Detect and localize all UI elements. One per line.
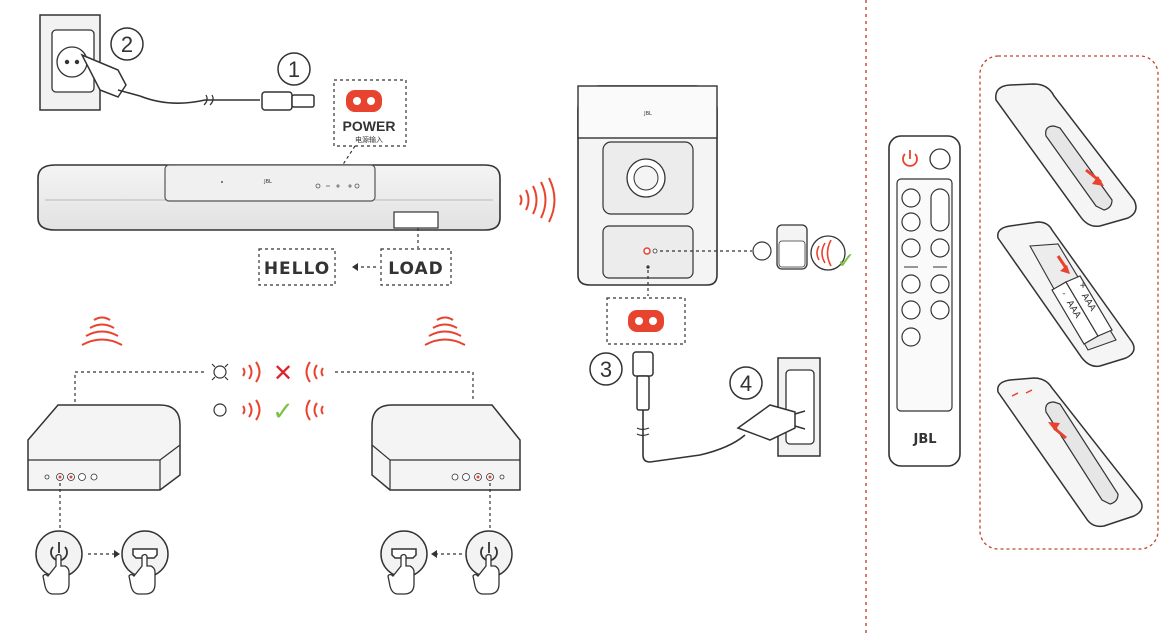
left-surround-speaker	[27, 404, 181, 491]
arrow-left-icon	[352, 263, 358, 271]
hdmi-icon	[391, 548, 417, 559]
battery-icon	[1051, 275, 1113, 345]
battery-steps-box	[979, 55, 1159, 550]
led-solid-icon	[213, 403, 227, 417]
step-4-circle	[729, 366, 763, 400]
power-input-box	[333, 79, 407, 147]
subwoofer: JBL	[577, 85, 718, 286]
subwoofer-logo: JBL	[643, 111, 652, 117]
remote-logo: JBL	[912, 432, 936, 447]
check-icon: ✓	[837, 249, 855, 274]
check-icon: ✓	[272, 397, 294, 427]
step-1-label: 1	[288, 57, 300, 82]
remote-cover-open	[995, 83, 1137, 228]
arrow-right-icon	[114, 550, 120, 558]
power-socket-icon	[628, 310, 664, 332]
wave-icon	[81, 316, 123, 346]
step-3-label: 3	[600, 357, 612, 382]
finger-icon	[128, 553, 156, 595]
remote-control: JBL	[888, 135, 961, 467]
hdmi-button-press	[121, 530, 169, 595]
power-label: POWER	[343, 118, 396, 134]
finger-icon	[42, 553, 70, 595]
wave-icon	[424, 316, 466, 346]
remote-battery-compartment: AAA AAA + -	[997, 221, 1135, 368]
wave-icon	[242, 399, 261, 421]
step-2-label: 2	[121, 32, 133, 57]
display-hello-text: HELLO	[264, 259, 330, 279]
led-solid-icon	[752, 241, 772, 261]
soundbar-display	[393, 211, 439, 229]
wave-icon	[305, 361, 324, 383]
wave-icon	[816, 239, 832, 267]
plug-icon	[736, 404, 806, 441]
power-icon	[902, 150, 918, 167]
battery-plus: +	[1079, 281, 1087, 291]
step-1-circle	[277, 52, 311, 86]
display-load-text: LOAD	[388, 259, 444, 279]
led-blinking-icon	[211, 363, 229, 381]
step-3-circle	[589, 352, 623, 386]
battery-minus: -	[1062, 289, 1065, 299]
step-4-label: 4	[740, 371, 752, 396]
wall-outlet-icon	[777, 357, 821, 457]
plug-icon	[80, 53, 260, 106]
wave-icon	[519, 177, 556, 223]
power-connector-icon	[261, 91, 315, 111]
power-button-press	[35, 530, 83, 595]
hdmi-icon	[132, 548, 158, 559]
arrow-left-icon	[431, 550, 437, 558]
soundbar-logo: JBL	[263, 179, 272, 185]
hdmi-button-press	[380, 530, 428, 595]
power-cable-icon	[632, 351, 746, 463]
finger-icon	[387, 553, 415, 595]
soundbar: JBL	[37, 164, 501, 231]
right-surround-speaker	[371, 404, 521, 491]
finger-icon	[472, 553, 500, 595]
power-label-zh: 电源输入	[355, 135, 383, 144]
mini-subwoofer-icon	[776, 224, 808, 270]
step-2-circle	[110, 27, 144, 61]
remote-cover-close	[997, 377, 1143, 528]
power-button-press	[465, 530, 513, 595]
power-socket-icon	[346, 90, 382, 112]
display-load-box	[380, 248, 452, 286]
cross-icon: ✕	[273, 359, 293, 387]
display-hello-box	[258, 248, 336, 286]
subwoofer-power-box	[606, 297, 686, 345]
wave-icon	[305, 399, 324, 421]
wave-icon	[242, 361, 261, 383]
